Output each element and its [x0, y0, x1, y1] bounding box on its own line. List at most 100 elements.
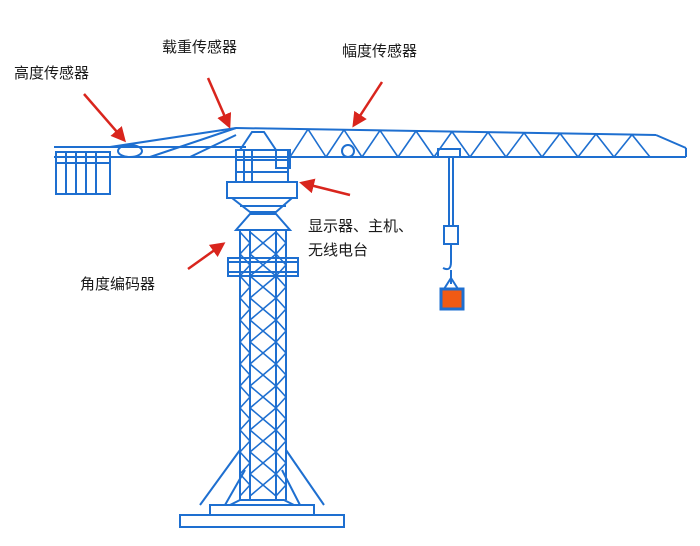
lattice-member	[433, 131, 453, 158]
lattice-member	[249, 429, 277, 453]
amplitude-sensor-part	[341, 144, 355, 158]
lattice-member	[275, 253, 287, 266]
lattice-member	[275, 418, 287, 431]
climbing-frame	[227, 257, 299, 277]
lattice-member	[275, 451, 287, 464]
load-block	[439, 287, 465, 311]
lattice-member	[249, 341, 277, 365]
amplitude-sensor-arrow-icon	[352, 81, 384, 128]
load-sensor-arrow-icon	[206, 77, 232, 129]
lattice-member	[249, 473, 277, 497]
angle-encoder-arrow-icon	[187, 242, 226, 271]
lattice-member	[239, 352, 251, 365]
lattice-member	[523, 132, 543, 158]
lattice-member	[239, 308, 251, 321]
lattice-member	[275, 396, 287, 409]
lattice-member	[275, 275, 287, 288]
load-sensor-label: 载重传感器	[162, 38, 238, 56]
lattice-member	[469, 131, 489, 158]
lattice-member	[275, 330, 287, 343]
lattice-member	[275, 264, 287, 277]
lattice-member	[325, 129, 345, 158]
lattice-member	[613, 134, 633, 158]
tower-crane-icon	[54, 127, 687, 528]
lattice-member	[239, 385, 251, 398]
trolley	[437, 148, 461, 226]
lattice-member	[239, 242, 251, 255]
lattice-member	[249, 451, 277, 475]
lattice-member	[275, 231, 287, 244]
lattice-member	[249, 385, 277, 409]
display-label-line1: 显示器、主机、	[308, 217, 414, 235]
lattice-member	[415, 130, 435, 158]
lattice-member	[239, 396, 251, 409]
lattice-member	[239, 363, 251, 376]
lattice-member	[239, 418, 251, 431]
lattice-member	[239, 264, 251, 277]
lattice-member	[559, 132, 579, 158]
lattice-member	[249, 231, 277, 255]
lattice-member	[239, 253, 251, 266]
lattice-member	[239, 231, 251, 244]
lattice-member	[275, 484, 287, 497]
lattice-member	[239, 484, 251, 497]
amplitude-sensor-label: 幅度传感器	[342, 42, 418, 60]
lattice-member	[249, 319, 277, 343]
lattice-member	[577, 133, 597, 158]
lattice-member	[239, 451, 251, 464]
display-label-line2: 无线电台	[308, 241, 369, 259]
lattice-member	[239, 473, 251, 486]
lattice-member	[239, 462, 251, 475]
hook	[442, 225, 459, 290]
lattice-member	[505, 132, 525, 158]
lattice-member	[249, 297, 277, 321]
crane-base	[179, 449, 345, 528]
lattice-member	[275, 242, 287, 255]
lattice-member	[275, 385, 287, 398]
lattice-member	[275, 407, 287, 420]
counter-jib	[54, 127, 246, 158]
lattice-member	[275, 341, 287, 354]
lattice-member	[275, 297, 287, 310]
lattice-member	[249, 363, 277, 387]
lattice-member	[275, 462, 287, 475]
lattice-member	[275, 440, 287, 453]
lattice-member	[249, 407, 277, 431]
lattice-member	[239, 319, 251, 332]
lattice-member	[451, 131, 471, 158]
turret-cab	[235, 131, 291, 183]
lattice-member	[239, 330, 251, 343]
lattice-member	[397, 130, 417, 158]
lattice-member	[239, 440, 251, 453]
lattice-member	[289, 128, 309, 158]
lattice-member	[275, 352, 287, 365]
lattice-member	[361, 129, 381, 158]
angle-encoder-label: 角度编码器	[80, 275, 156, 293]
display-arrow-icon	[299, 178, 351, 197]
lattice-member	[275, 363, 287, 376]
lattice-member	[239, 407, 251, 420]
height-sensor-part	[117, 144, 143, 158]
lattice-member	[239, 286, 251, 299]
height-sensor-label: 高度传感器	[14, 64, 90, 82]
lattice-member	[275, 319, 287, 332]
counterweight	[55, 151, 111, 195]
lattice-member	[239, 297, 251, 310]
lattice-member	[275, 374, 287, 387]
lattice-member	[239, 341, 251, 354]
lattice-member	[379, 129, 399, 158]
lattice-member	[275, 308, 287, 321]
lattice-member	[595, 133, 615, 158]
slewing-unit	[226, 181, 298, 231]
height-sensor-arrow-icon	[83, 93, 126, 143]
lattice-member	[631, 134, 651, 158]
lattice-member	[343, 129, 363, 158]
lattice-member	[249, 275, 277, 299]
lattice-member	[239, 429, 251, 442]
lattice-member	[275, 429, 287, 442]
lattice-member	[239, 275, 251, 288]
lattice-member	[249, 253, 277, 277]
lattice-member	[275, 286, 287, 299]
lattice-member	[239, 374, 251, 387]
